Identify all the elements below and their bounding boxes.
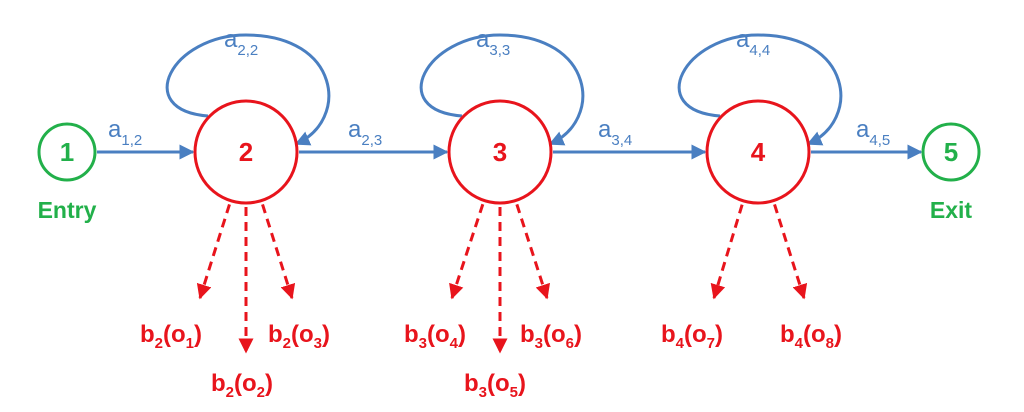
label-layer: a1,2 a2,3 a3,4 a4,5 a2,2 a3,3 a4,4 b2(o1) b2(o2)… [38, 26, 973, 401]
emission-arrow-b3o6 [515, 203, 551, 300]
exit-label: Exit [930, 197, 973, 223]
emission-arrow-b2o3 [261, 204, 296, 300]
state-number-3: 3 [493, 137, 507, 167]
transition-label-a45: a4,5 [856, 116, 890, 149]
state-number-1: 1 [60, 137, 74, 167]
state-circle-1 [37, 122, 97, 182]
state-circle-3 [447, 99, 553, 205]
state-layer [37, 99, 981, 205]
transition-label-a22: a2,2 [224, 26, 258, 59]
state-number-5: 5 [944, 137, 958, 167]
emission-label-b2o2: b2(o2) [211, 370, 273, 401]
self-loop-layer [165, 33, 843, 146]
emission-label-b3o6: b3(o6) [520, 321, 582, 352]
self-loop-a33 [419, 33, 585, 146]
state-number-2: 2 [239, 137, 253, 167]
emission-label-b3o4: b3(o4) [404, 321, 466, 352]
transition-label-a34: a3,4 [598, 116, 632, 149]
transition-label-a23: a2,3 [348, 116, 382, 149]
self-loop-a22 [165, 33, 331, 146]
emission-label-b4o8: b4(o8) [780, 321, 842, 352]
emission-arrow-b3o4 [449, 203, 485, 300]
state-circle-5 [921, 122, 981, 182]
state-circle-2 [193, 99, 299, 205]
state-number-4: 4 [751, 137, 766, 167]
emission-label-b3o5: b3(o5) [464, 370, 526, 401]
emission-label-b4o7: b4(o7) [661, 321, 723, 352]
emission-layer [196, 203, 808, 354]
emission-label-b2o3: b2(o3) [268, 321, 330, 352]
transition-label-a12: a1,2 [108, 116, 142, 149]
emission-arrow-b4o7 [710, 204, 744, 300]
transition-label-a33: a3,3 [476, 26, 510, 59]
self-loop-a44 [677, 33, 843, 146]
emission-arrow-b4o8 [773, 204, 808, 300]
entry-label: Entry [38, 197, 97, 223]
state-circle-4 [705, 99, 811, 205]
emission-arrow-b2o1 [196, 204, 231, 300]
transition-label-a44: a4,4 [736, 26, 770, 59]
emission-label-b2o1: b2(o1) [140, 321, 202, 352]
